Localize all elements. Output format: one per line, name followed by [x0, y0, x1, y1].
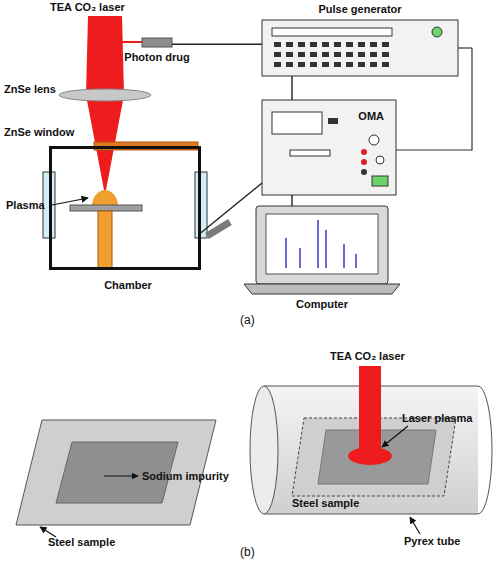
detector-box: Photon drug — [142, 38, 172, 47]
indicator — [432, 27, 442, 37]
node-label: Photon drug — [124, 51, 189, 64]
znse-lens — [59, 89, 151, 101]
tube-end — [250, 386, 278, 514]
part-label: TEA CO₂ laser — [50, 1, 125, 14]
part-label: Pyrex tube — [404, 535, 460, 548]
oma-switch — [328, 118, 338, 124]
connector-wire — [172, 44, 262, 45]
spectrum-trace — [286, 220, 356, 268]
tube-end — [478, 386, 492, 514]
leader-line — [104, 475, 138, 476]
part-label: ZnSe window — [4, 126, 74, 139]
part-label: Steel sample — [292, 497, 359, 510]
node-label: Computer — [296, 298, 348, 311]
fiber-probe — [207, 222, 230, 236]
part-label: ZnSe lens — [4, 83, 56, 96]
part-label: Steel sample — [48, 536, 115, 549]
node-label: Pulse generator — [318, 3, 401, 16]
target-sample — [70, 205, 142, 211]
computer-box: Computer — [256, 206, 388, 294]
computer-monitor — [256, 206, 388, 284]
panel-label: (a) — [240, 314, 255, 327]
plasma-plume — [92, 190, 118, 206]
signal-wire — [396, 48, 472, 150]
pulse-generator-body — [262, 20, 458, 76]
leader-line — [52, 198, 88, 205]
panel-label: (b) — [240, 546, 255, 559]
connector-wire — [201, 183, 262, 233]
device-box: Pulse generator — [262, 20, 458, 76]
oma-knob — [361, 169, 367, 175]
node-label: Chamber — [104, 279, 152, 292]
leader-line — [40, 527, 56, 537]
oma-knob — [361, 149, 367, 155]
oma-display — [272, 112, 322, 134]
keyboard — [244, 284, 400, 294]
trigger-wire — [122, 41, 142, 43]
oma-slot — [290, 150, 330, 156]
part-label: Sodium impurity — [142, 470, 229, 483]
device-box: OMA — [262, 100, 396, 195]
computer-screen — [266, 214, 378, 274]
oma-port — [369, 135, 379, 145]
leader-line — [382, 426, 408, 447]
display — [272, 28, 392, 36]
laser-plasma — [348, 447, 392, 465]
signal-wire — [458, 47, 472, 48]
oma-body — [262, 100, 396, 195]
button-grid — [274, 42, 389, 67]
connector-wire — [291, 195, 292, 206]
side-window — [195, 172, 207, 238]
node-label: OMA — [358, 110, 384, 123]
oma-port — [376, 156, 384, 164]
connector-wire — [291, 76, 292, 100]
part-label: Laser plasma — [402, 412, 472, 425]
oma-knob — [361, 159, 367, 165]
oma-button — [372, 176, 388, 186]
sample-holder — [98, 211, 112, 268]
laser-beam — [359, 366, 381, 448]
part-label: TEA CO₂ laser — [330, 350, 405, 363]
leader-line — [410, 517, 420, 534]
laser-beam — [86, 16, 124, 190]
photon-drag-detector — [142, 38, 172, 47]
tube-edge — [264, 514, 478, 515]
part-label: Plasma — [6, 199, 45, 212]
chamber-box: Chamber — [49, 146, 201, 270]
